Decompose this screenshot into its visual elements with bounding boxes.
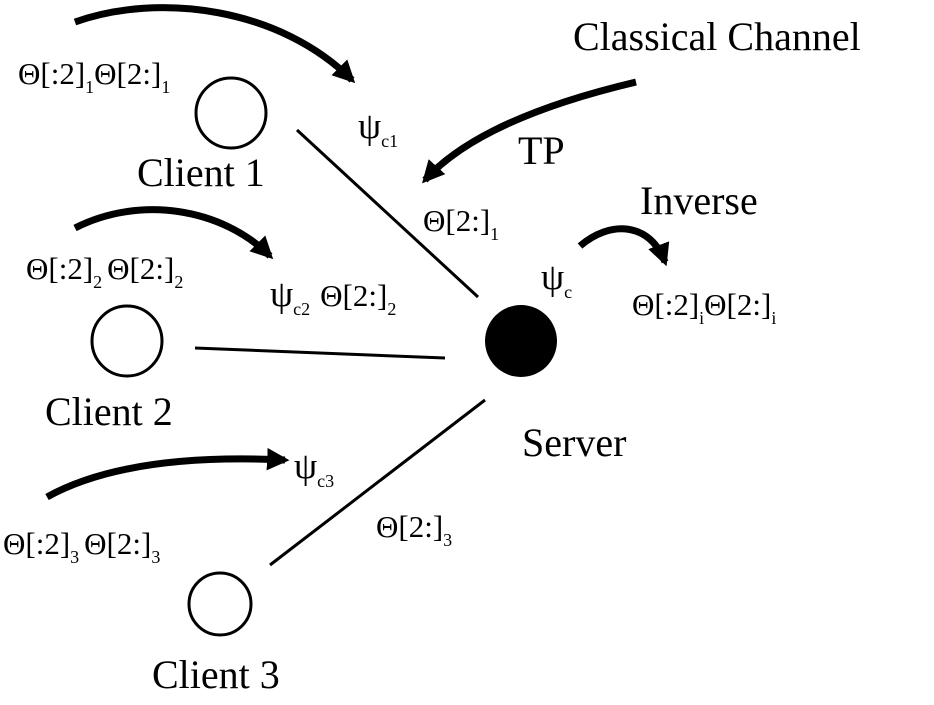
client-3-link: [269, 398, 486, 567]
client-1-theta-pair: Θ[:2]1Θ[2:]1: [18, 56, 170, 97]
client-3-psi: ψc3: [294, 446, 334, 491]
classical-channel-label: Classical Channel: [573, 14, 861, 59]
client-3-label: Client 3: [152, 652, 280, 697]
inverse-label: Inverse: [640, 178, 758, 223]
client-1-link: [295, 128, 480, 299]
client-3-arrow: [45, 447, 290, 501]
server-node: [485, 305, 557, 377]
inverse-arrow: [577, 225, 670, 267]
server-label: Server: [522, 420, 626, 465]
client-2-arrow: [73, 206, 274, 260]
channel-arrow: [422, 78, 637, 184]
client-2-link: [194, 346, 446, 360]
server-result: Θ[:2]iΘ[2:]i: [632, 287, 776, 328]
server-psi: ψc: [541, 257, 572, 302]
client-3-node: [187, 571, 253, 637]
client-3-link-param: Θ[2:]3: [376, 509, 452, 550]
client-2-label: Client 2: [45, 389, 173, 434]
client-1-psi: ψc1: [358, 106, 398, 151]
client-1-link-param: Θ[2:]1: [423, 203, 499, 244]
tp-label: TP: [518, 128, 565, 173]
client-1-label: Client 1: [137, 150, 265, 195]
client-1-arrow: [73, 4, 356, 84]
client-2-node: [90, 304, 164, 378]
client-1-node: [194, 76, 268, 150]
